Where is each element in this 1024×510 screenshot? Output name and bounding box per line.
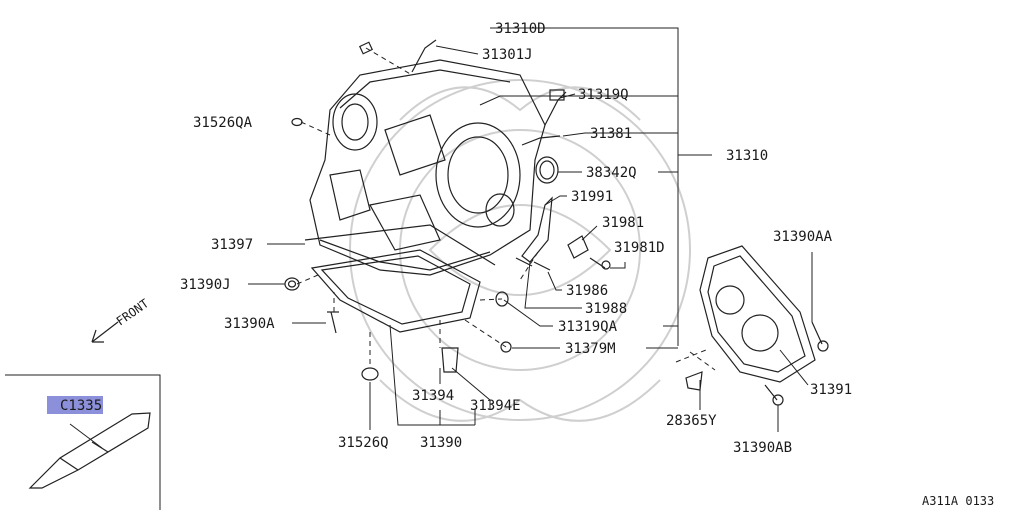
label-31526Q: 31526Q — [338, 435, 389, 451]
part-labels: 31310D 31301J 31319Q 31526QA 31381 31310… — [180, 21, 852, 456]
label-31390: 31390 — [420, 435, 462, 451]
label-28365Y: 28365Y — [666, 413, 717, 429]
oil-pan-drawing — [304, 224, 496, 333]
tool-code-highlight — [47, 396, 103, 414]
label-31381: 31381 — [590, 126, 632, 142]
assembly-dashed-lines — [296, 47, 716, 371]
side-cover-drawing — [699, 245, 829, 406]
watermark-emblem — [349, 79, 691, 422]
label-31394E: 31394E — [470, 398, 521, 414]
label-31390AA: 31390AA — [773, 229, 833, 245]
label-31397: 31397 — [211, 237, 253, 253]
label-31390J: 31390J — [180, 277, 231, 293]
label-31310D: 31310D — [495, 21, 546, 37]
label-31319QA: 31319QA — [558, 319, 618, 335]
small-parts — [284, 39, 703, 391]
label-31391: 31391 — [810, 382, 852, 398]
label-31986: 31986 — [566, 283, 608, 299]
label-31390A: 31390A — [224, 316, 275, 332]
label-31981: 31981 — [602, 215, 644, 231]
label-31390AB: 31390AB — [733, 440, 792, 456]
label-31991: 31991 — [571, 189, 613, 205]
tool-code-label: C1335 — [60, 398, 102, 414]
label-38342Q: 38342Q — [586, 165, 637, 181]
tool-inset: C1335 — [5, 374, 161, 510]
front-arrow: FRONT — [91, 296, 152, 343]
label-31988: 31988 — [585, 301, 627, 317]
label-31394: 31394 — [412, 388, 454, 404]
label-31319Q: 31319Q — [578, 87, 629, 103]
leader-lines — [248, 27, 813, 432]
label-31310: 31310 — [726, 148, 768, 164]
label-31981D: 31981D — [614, 240, 665, 256]
transaxle-case-drawing — [309, 59, 546, 276]
label-31379M: 31379M — [565, 341, 616, 357]
front-label: FRONT — [114, 296, 152, 328]
label-31526QA: 31526QA — [193, 115, 253, 131]
label-31301J: 31301J — [482, 47, 533, 63]
figure-code: A311A 0133 — [922, 494, 994, 508]
